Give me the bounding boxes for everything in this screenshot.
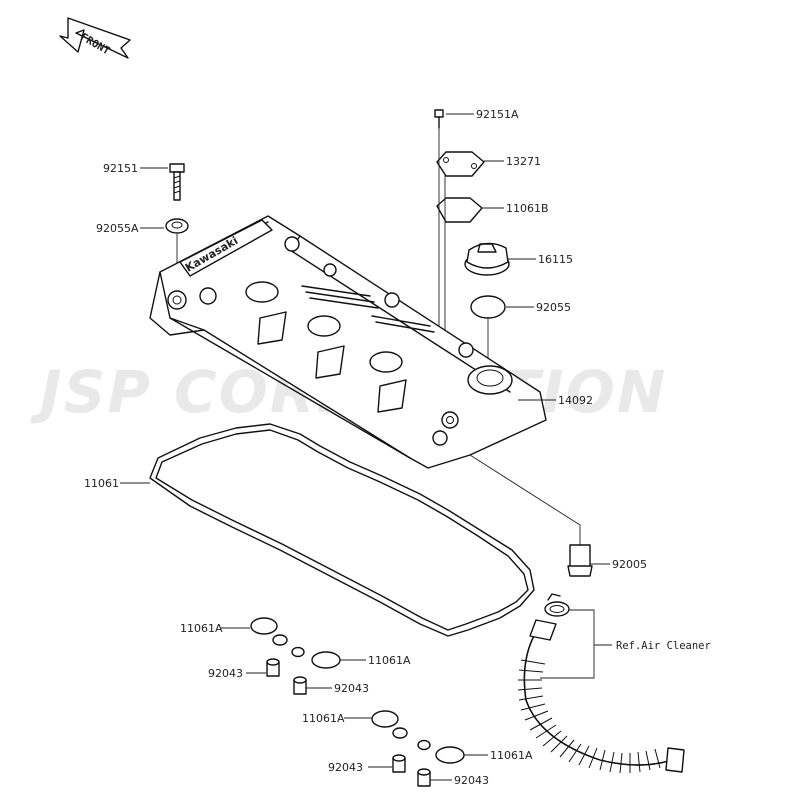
label-14092: 14092	[558, 394, 593, 407]
label-92055a: 92055A	[96, 222, 139, 235]
label-92043-1: 92043	[208, 667, 243, 680]
cover-13271	[436, 151, 485, 177]
leader-lines	[120, 113, 610, 781]
breather-hose	[517, 619, 685, 774]
front-label: FRONT	[78, 31, 111, 57]
label-92055: 92055	[536, 301, 571, 314]
label-16115: 16115	[538, 253, 573, 266]
label-11061a-3: 11061A	[302, 712, 345, 725]
label-92151: 92151	[103, 162, 138, 175]
label-92043-2: 92043	[334, 682, 369, 695]
label-11061a-2: 11061A	[368, 654, 411, 667]
label-92005: 92005	[612, 558, 647, 571]
gasket-11061b	[436, 197, 483, 223]
label-11061b: 11061B	[506, 202, 549, 215]
label-11061: 11061	[84, 477, 119, 490]
gasket-11061	[149, 423, 535, 637]
bolt-92151	[169, 163, 185, 201]
cap-16115	[464, 242, 510, 276]
fitting-92005	[567, 544, 593, 577]
bolt-92151a	[434, 109, 444, 129]
label-11061a-4: 11061A	[490, 749, 533, 762]
front-arrow-icon: FRONT	[59, 17, 131, 59]
label-92043-3: 92043	[328, 761, 363, 774]
hose-clamp	[544, 593, 570, 617]
label-92151a: 92151A	[476, 108, 519, 121]
label-92043-4: 92043	[454, 774, 489, 787]
label-13271: 13271	[506, 155, 541, 168]
label-11061a-1: 11061A	[180, 622, 223, 635]
head-cover-14092: Kawasaki	[149, 215, 547, 469]
label-ref-air-cleaner: Ref.Air Cleaner	[616, 640, 711, 652]
seal-set	[250, 617, 465, 787]
oring-92055	[470, 295, 506, 319]
washer-92055a	[165, 218, 189, 234]
